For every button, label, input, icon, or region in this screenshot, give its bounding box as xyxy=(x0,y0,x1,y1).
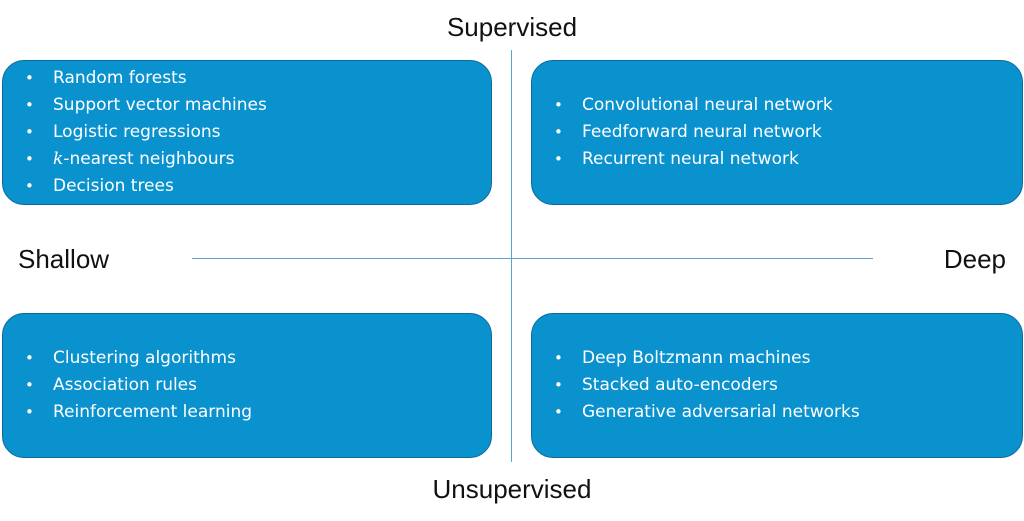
list-item: •Logistic regressions xyxy=(25,119,491,146)
horizontal-axis-line xyxy=(192,258,873,259)
list-item: •Convolutional neural network xyxy=(554,92,1022,119)
bullet-icon: • xyxy=(25,123,34,141)
bullet-icon: • xyxy=(554,96,563,114)
bullet-icon: • xyxy=(25,349,34,367)
algorithm-list: •Clustering algorithms •Association rule… xyxy=(3,345,491,426)
list-item: •k-nearest neighbours xyxy=(25,146,491,173)
list-item: •Stacked auto-encoders xyxy=(554,372,1022,399)
bullet-icon: • xyxy=(25,96,34,114)
bullet-icon: • xyxy=(554,349,563,367)
list-item: •Generative adversarial networks xyxy=(554,399,1022,426)
bullet-icon: • xyxy=(25,376,34,394)
axis-label-unsupervised: Unsupervised xyxy=(432,474,592,504)
algorithm-list: •Convolutional neural network •Feedforwa… xyxy=(532,92,1022,173)
bullet-icon: • xyxy=(25,177,34,195)
quadrant-unsupervised-shallow: •Clustering algorithms •Association rule… xyxy=(2,313,492,458)
axis-label-supervised: Supervised xyxy=(446,12,578,42)
bullet-icon: • xyxy=(25,150,34,168)
algorithm-list: •Deep Boltzmann machines •Stacked auto-e… xyxy=(532,345,1022,426)
list-item: •Deep Boltzmann machines xyxy=(554,345,1022,372)
list-item: •Support vector machines xyxy=(25,92,491,119)
quadrant-supervised-shallow: •Random forests •Support vector machines… xyxy=(2,60,492,205)
axis-label-deep: Deep xyxy=(943,244,1006,274)
quadrant-supervised-deep: •Convolutional neural network •Feedforwa… xyxy=(531,60,1023,205)
bullet-icon: • xyxy=(554,150,563,168)
bullet-icon: • xyxy=(554,123,563,141)
italic-k: k xyxy=(53,149,64,169)
bullet-icon: • xyxy=(554,376,563,394)
axis-label-shallow: Shallow xyxy=(18,244,110,274)
bullet-icon: • xyxy=(25,403,34,421)
list-item: •Recurrent neural network xyxy=(554,146,1022,173)
list-item: •Clustering algorithms xyxy=(25,345,491,372)
quadrant-unsupervised-deep: •Deep Boltzmann machines •Stacked auto-e… xyxy=(531,313,1023,458)
bullet-icon: • xyxy=(554,403,563,421)
list-item: •Association rules xyxy=(25,372,491,399)
vertical-axis-line xyxy=(511,50,512,462)
list-item: •Feedforward neural network xyxy=(554,119,1022,146)
bullet-icon: • xyxy=(25,69,34,87)
list-item: •Reinforcement learning xyxy=(25,399,491,426)
list-item: •Decision trees xyxy=(25,173,491,200)
list-item: •Random forests xyxy=(25,65,491,92)
algorithm-list: •Random forests •Support vector machines… xyxy=(3,65,491,200)
